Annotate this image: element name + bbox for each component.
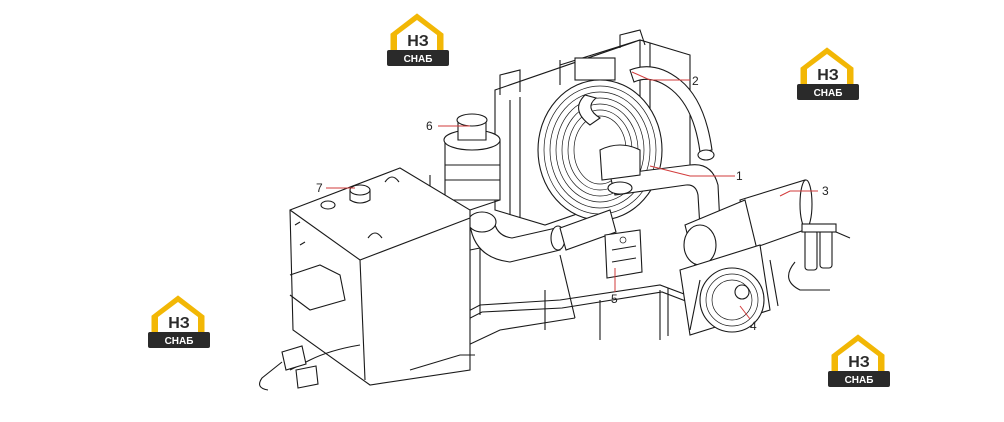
watermark-logo-1: НЗ СНАБ — [386, 13, 450, 67]
callout-2: 2 — [692, 74, 699, 88]
fuel-filter — [788, 223, 851, 291]
logo-mark: НЗ — [848, 354, 870, 371]
leader-lines — [326, 71, 818, 320]
logo-mark: НЗ — [407, 33, 429, 50]
leader-2 — [631, 71, 690, 81]
callout-3: 3 — [822, 184, 829, 198]
charge-air-pipe — [599, 144, 721, 229]
logo-mark: НЗ — [817, 67, 839, 84]
watermark-logo-4: НЗ СНАБ — [827, 334, 891, 388]
logo-caption: СНАБ — [814, 88, 843, 99]
air-cleaner — [429, 113, 501, 221]
callout-5: 5 — [611, 292, 618, 306]
callout-numbers: 1 2 3 4 5 6 7 — [316, 74, 829, 333]
logo-caption: СНАБ — [165, 336, 194, 347]
leader-4 — [739, 305, 751, 320]
callout-1: 1 — [736, 169, 743, 183]
logo-mark: НЗ — [168, 315, 190, 332]
logo-caption: СНАБ — [845, 375, 874, 386]
callout-4: 4 — [750, 319, 757, 333]
callout-6: 6 — [426, 119, 433, 133]
assembly-drawing — [259, 29, 851, 391]
watermark-logo-2: НЗ СНАБ — [796, 47, 860, 101]
leader-3 — [779, 190, 818, 197]
leader-1 — [649, 165, 735, 177]
hose-assembly — [259, 344, 475, 391]
logo-caption: СНАБ — [404, 54, 433, 65]
dipstick-tube — [559, 254, 576, 319]
mount-bracket — [604, 229, 643, 279]
callout-7: 7 — [316, 181, 323, 195]
intake-pipe — [467, 209, 617, 263]
watermark-logo-3: НЗ СНАБ — [147, 295, 211, 349]
